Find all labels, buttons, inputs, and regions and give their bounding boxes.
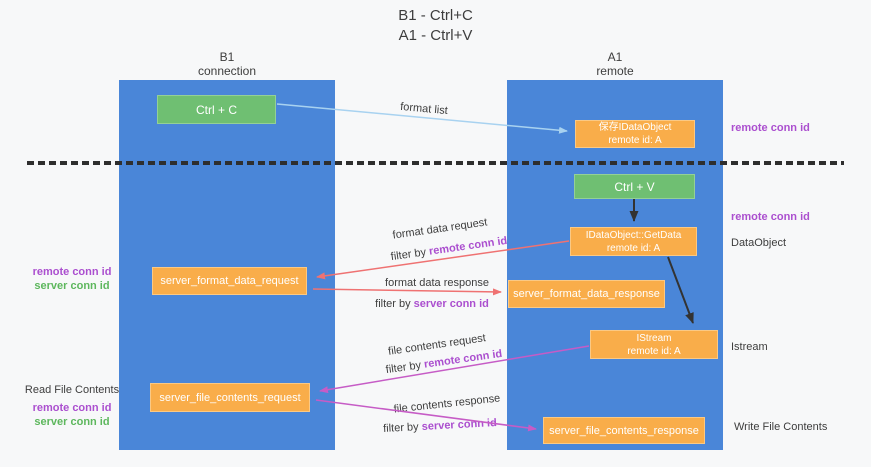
arrow-format-data-response [312,288,502,296]
node-getdata-line1: IDataObject::GetData [585,229,682,241]
annotation-file-conn-ids: remote conn id server conn id [12,401,132,429]
annotation-format-server-conn-id: server conn id [34,280,110,292]
annotation-dataobject: DataObject [731,237,787,249]
edge-label-filter-server-1: filter by server conn id [375,298,489,310]
annotation-write-file-contents: Write File Contents [734,421,828,433]
annotation-format-remote-conn-id: remote conn id [32,266,112,278]
node-save-idataobject: 保存IDataObject remote id: A [575,120,695,148]
filter-by-text: filter by [375,298,411,310]
node-getdata-line2: remote id: A [606,242,661,254]
node-istream-line2: remote id: A [627,345,681,357]
node-server-file-contents-response: server_file_contents_response [543,417,705,444]
node-ctrl-v: Ctrl + V [574,174,695,199]
machine-boundary-dashed-line [27,161,844,165]
lifeline-a1-subtitle: remote [596,64,634,78]
edge-label-format-data-response: format data response [385,277,489,289]
node-istream-line1: IStream [636,332,672,344]
annotation-getdata-remote-conn-id: remote conn id [731,211,810,223]
filter-by-text: filter by [382,421,419,435]
annotation-read-file-contents: Read File Contents [24,384,120,396]
diagram-title-line2: A1 - Ctrl+V [398,27,473,44]
node-server-format-data-response: server_format_data_response [508,280,665,308]
node-idataobject-getdata: IDataObject::GetData remote id: A [570,227,697,256]
edge-label-format-list: format list [399,100,449,118]
node-server-format-data-request: server_format_data_request [152,267,307,295]
node-ctrl-c: Ctrl + C [157,95,276,124]
edge-label-format-data-request: format data request [391,216,489,242]
node-istream: IStream remote id: A [590,330,718,359]
annotation-format-conn-ids: remote conn id server conn id [12,265,132,293]
node-server-file-contents-request: server_file_contents_request [150,383,310,412]
lifeline-b1-name: B1 [219,50,235,64]
annotation-file-remote-conn-id: remote conn id [32,402,112,414]
diagram-title-line1: B1 - Ctrl+C [398,7,473,24]
annotation-save-remote-conn-id: remote conn id [731,122,810,134]
annotation-istream: Istream [731,341,768,353]
node-save-idataobject-line2: remote id: A [608,135,662,146]
lifeline-header-b1: B1 connection [119,50,335,78]
filter-server-conn-id-text: server conn id [421,417,498,433]
lifeline-header-a1: A1 remote [507,50,723,78]
filter-remote-conn-id-text: remote conn id [428,234,508,258]
filter-server-conn-id-text: server conn id [413,298,489,310]
lifeline-b1-subtitle: connection [197,64,257,78]
node-save-idataobject-line1: 保存IDataObject [598,122,672,133]
lifeline-a1-name: A1 [607,50,623,64]
annotation-file-server-conn-id: server conn id [34,416,110,428]
edge-label-file-contents-response: file contents response [393,392,501,416]
filter-by-text: filter by [390,246,427,264]
filter-by-text: filter by [385,359,422,377]
edge-label-filter-server-2: filter by server conn id [383,417,497,435]
